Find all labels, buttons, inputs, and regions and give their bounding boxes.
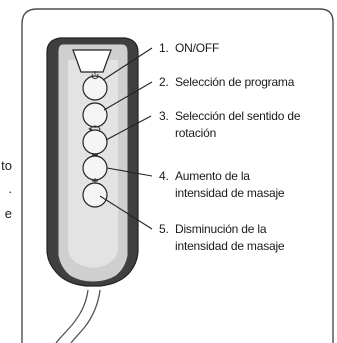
power-icon <box>91 71 99 80</box>
label-text: rotación <box>175 126 217 140</box>
label-text: Selección de programa <box>175 75 295 89</box>
label-text: Disminución de la <box>175 222 267 236</box>
button-on-off[interactable] <box>82 75 108 101</box>
left-text-fragment: e <box>4 206 12 221</box>
label-text: intensidad de masaje <box>175 239 285 253</box>
left-text-fragment: to <box>1 158 12 173</box>
label-number: 4. <box>159 169 169 183</box>
leader-line-2 <box>103 81 153 111</box>
label-number: 5. <box>159 222 169 236</box>
cable <box>55 289 101 343</box>
label-text: Aumento de la <box>175 169 250 183</box>
button-program[interactable] <box>82 102 108 128</box>
left-text-fragment: . <box>8 181 12 196</box>
display-window <box>72 49 112 73</box>
button-increase[interactable] <box>82 155 108 181</box>
label-text: intensidad de masaje <box>175 186 285 200</box>
button-rotation[interactable] <box>82 129 108 155</box>
label-2: 2. Selección de programa <box>159 74 294 91</box>
label-text: ON/OFF <box>175 41 220 55</box>
leader-line-3 <box>105 115 152 141</box>
label-3: 3. Selección del sentido de rotación <box>159 108 300 142</box>
button-decrease[interactable] <box>82 182 108 208</box>
label-5: 5. Disminución de la intensidad de masaje <box>159 221 285 255</box>
leader-line-4 <box>106 167 153 177</box>
rotation-icon <box>88 125 101 131</box>
leader-line-5 <box>99 195 153 230</box>
label-number: 2. <box>159 75 169 89</box>
label-text: Selección del sentido de <box>175 109 301 123</box>
leader-line-1 <box>102 47 153 81</box>
leader-lines <box>99 47 153 230</box>
label-number: 1. <box>159 41 169 55</box>
label-4: 4. Aumento de la intensidad de masaje <box>159 168 285 202</box>
frame-border <box>21 8 334 343</box>
label-1: 1. ON/OFF <box>159 40 219 57</box>
label-number: 3. <box>159 109 169 123</box>
